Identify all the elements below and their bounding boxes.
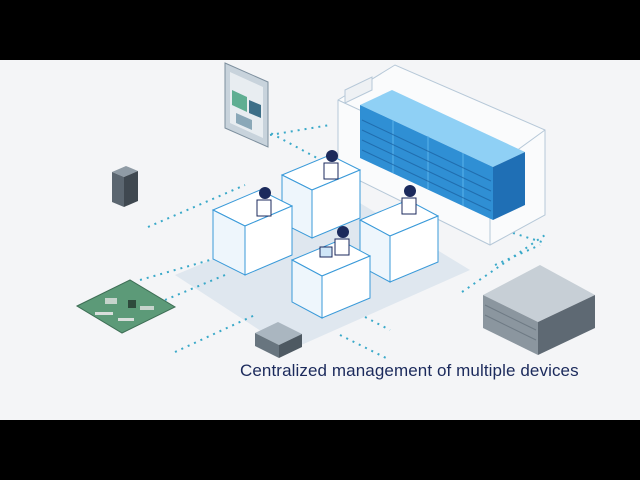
letterbox-bottom — [0, 420, 640, 480]
caption-text: Centralized management of multiple devic… — [240, 361, 579, 380]
operator-icon — [326, 150, 338, 162]
server-rack-icon — [360, 90, 525, 220]
mini-pc-icon — [255, 322, 302, 358]
tower-pc-icon — [112, 166, 138, 207]
isometric-illustration — [75, 62, 595, 361]
desk-group — [211, 150, 440, 319]
server-room — [337, 64, 546, 246]
illustration-scene: Centralized management of multiple devic… — [0, 60, 640, 420]
storage-array-icon — [483, 265, 595, 355]
operator-icon — [259, 187, 271, 199]
desk-4 — [290, 226, 372, 319]
wall-panel-icon — [224, 62, 269, 148]
desk-2 — [211, 187, 294, 276]
operator-icon — [337, 226, 349, 238]
connection-lines — [139, 124, 546, 361]
motherboard-icon — [75, 279, 177, 334]
operator-icon — [404, 185, 416, 197]
letterbox-top — [0, 0, 640, 60]
